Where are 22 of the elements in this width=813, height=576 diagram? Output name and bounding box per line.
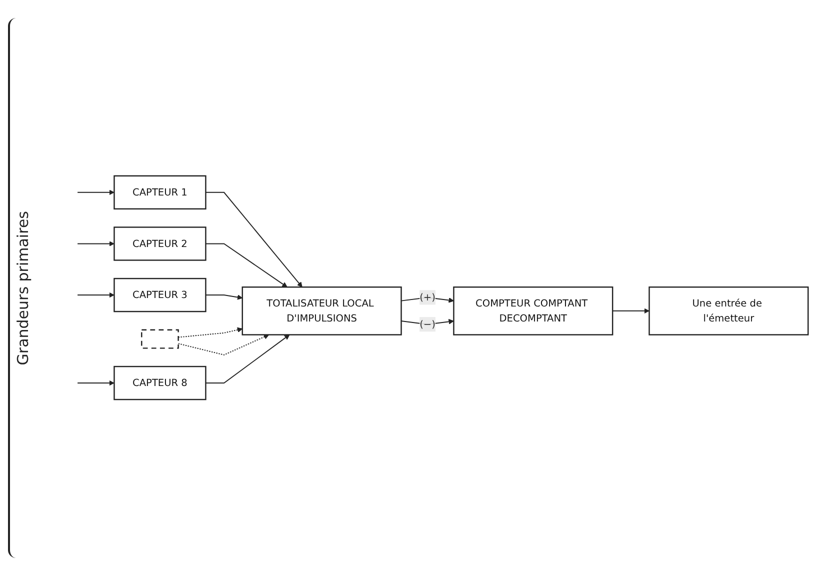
node-box bbox=[141, 330, 179, 350]
node-box: CAPTEUR 2 bbox=[114, 226, 206, 262]
edge-label: (+) bbox=[420, 292, 436, 304]
arrow bbox=[205, 244, 288, 288]
node-box: COMPTEUR COMPTANT DECOMPTANT bbox=[453, 286, 614, 336]
arrow bbox=[77, 380, 114, 386]
arrow bbox=[178, 328, 243, 338]
node-box: Une entrée de l'émetteur bbox=[648, 286, 809, 336]
arrow bbox=[612, 308, 650, 314]
node-box: CAPTEUR 8 bbox=[114, 366, 206, 400]
edge-label: (−) bbox=[420, 318, 436, 330]
arrow bbox=[205, 192, 302, 288]
arrow bbox=[77, 190, 114, 196]
node-box: CAPTEUR 3 bbox=[114, 278, 206, 312]
arrow bbox=[205, 334, 290, 384]
node-box: CAPTEUR 1 bbox=[114, 176, 206, 210]
arrow bbox=[178, 334, 270, 356]
arrow bbox=[205, 294, 243, 300]
axis-label: Grandeurs primaires bbox=[14, 210, 32, 366]
arrow bbox=[77, 241, 114, 247]
node-box: TOTALISATEUR LOCAL D'IMPULSIONS bbox=[242, 286, 402, 336]
arrow bbox=[77, 292, 114, 298]
